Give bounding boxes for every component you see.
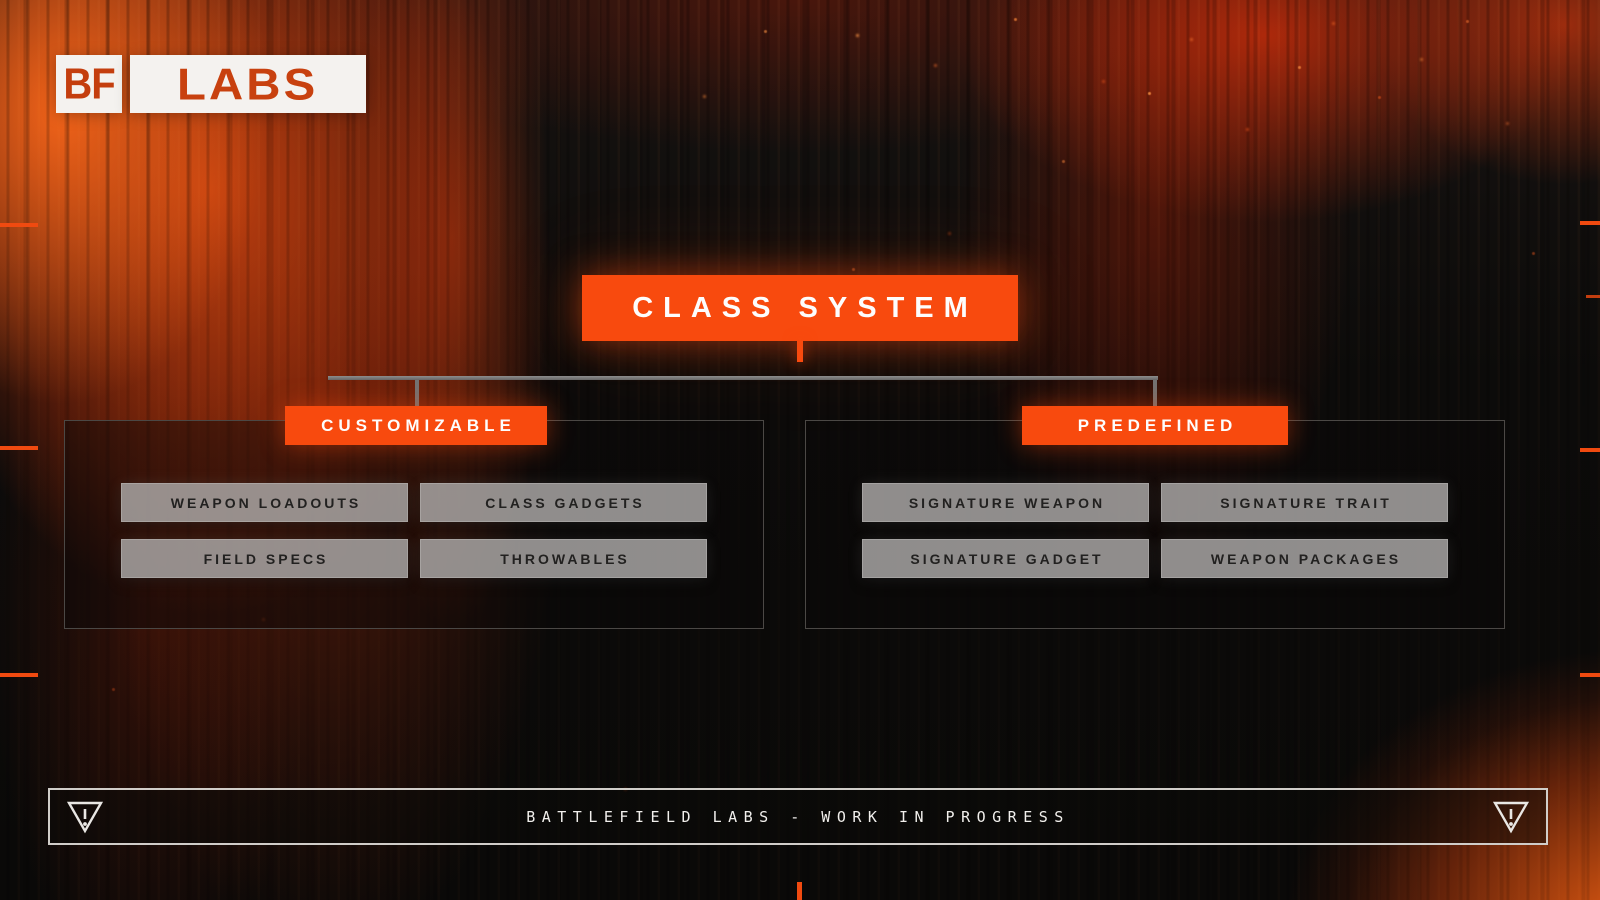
node-label: THROWABLES [500,550,630,567]
node-label: WEAPON LOADOUTS [170,494,362,511]
node-class-gadgets[interactable]: CLASS GADGETS [420,483,707,522]
node-label: CLASS GADGETS [485,494,645,511]
class-system-label: CLASS SYSTEM [632,291,978,324]
branch-header-predefined: PREDEFINED [1022,406,1288,445]
node-throwables[interactable]: THROWABLES [420,539,707,578]
edge-tick-left [0,673,38,677]
logo-labs-text: LABS [177,58,319,110]
edge-tick-right [1580,221,1600,225]
customizable-panel: WEAPON LOADOUTS CLASS GADGETS FIELD SPEC… [64,420,764,629]
node-signature-gadget[interactable]: SIGNATURE GADGET [862,539,1149,578]
predefined-node-grid: SIGNATURE WEAPON SIGNATURE TRAIT SIGNATU… [862,483,1448,578]
logo-bf-text: BF [63,59,115,109]
edge-tick-right [1580,673,1600,677]
class-system-root-node: CLASS SYSTEM [582,275,1018,341]
predefined-panel: SIGNATURE WEAPON SIGNATURE TRAIT SIGNATU… [805,420,1505,629]
logo-labs-wordmark: LABS [130,55,366,113]
edge-tick-left [0,446,38,450]
warning-triangle-icon [1492,800,1530,834]
connector-root-stub [797,341,803,362]
node-weapon-packages[interactable]: WEAPON PACKAGES [1161,539,1448,578]
edge-tick-right [1580,448,1600,452]
node-label: SIGNATURE WEAPON [908,494,1106,511]
footer-bar: BATTLEFIELD LABS - WORK IN PROGRESS [48,788,1548,845]
connector-horizontal-line [328,376,1158,380]
customizable-node-grid: WEAPON LOADOUTS CLASS GADGETS FIELD SPEC… [121,483,707,578]
node-weapon-loadouts[interactable]: WEAPON LOADOUTS [121,483,408,522]
footer-message: BATTLEFIELD LABS - WORK IN PROGRESS [526,807,1070,826]
bf-labs-logo: BF LABS [56,55,366,113]
warning-triangle-icon [66,800,104,834]
edge-tick-left [0,223,38,227]
branch-header-customizable: CUSTOMIZABLE [285,406,547,445]
node-label: SIGNATURE GADGET [910,550,1104,567]
node-label: WEAPON PACKAGES [1210,550,1402,567]
node-label: SIGNATURE TRAIT [1220,494,1392,511]
logo-bf-monogram: BF [56,55,122,113]
node-signature-weapon[interactable]: SIGNATURE WEAPON [862,483,1149,522]
edge-tick-right [1586,295,1600,298]
node-label: FIELD SPECS [203,550,329,567]
predefined-label: PREDEFINED [1077,415,1238,435]
connector-right-drop [1153,380,1157,407]
customizable-label: CUSTOMIZABLE [321,415,516,435]
connector-left-drop [415,380,419,407]
node-signature-trait[interactable]: SIGNATURE TRAIT [1161,483,1448,522]
node-field-specs[interactable]: FIELD SPECS [121,539,408,578]
edge-tick-bottom [797,882,802,900]
background-ember-particles [0,0,3,3]
